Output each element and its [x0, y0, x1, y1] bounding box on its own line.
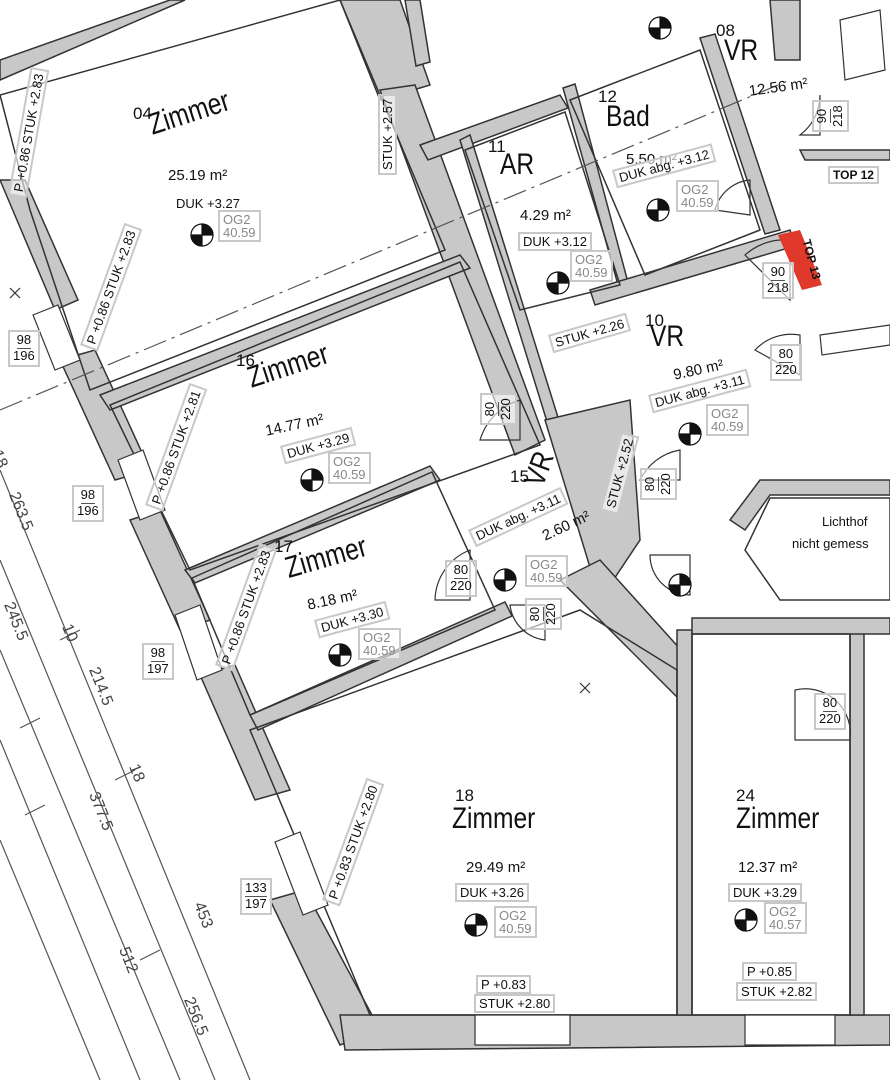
- room-name-10: VR: [650, 320, 685, 353]
- room-duk-18: DUK +3.26: [455, 883, 529, 902]
- room-name-18: Zimmer: [452, 802, 536, 835]
- windows: [32, 9, 890, 1046]
- room-duk-04: DUK +3.27: [176, 196, 240, 211]
- room-number-10: 10: [645, 311, 664, 330]
- room-name-12: Bad: [606, 100, 650, 133]
- tag-top12: TOP 12: [828, 166, 879, 184]
- room-stuk-24: STUK +2.82: [736, 982, 818, 1001]
- room-parapet-24: P +0.85: [742, 962, 797, 981]
- room-number-17: 17: [274, 537, 293, 556]
- room-number-04: 04: [133, 104, 152, 123]
- cross-marks: [9, 287, 591, 694]
- section-line: [0, 79, 791, 411]
- room-area-24: 12.37 m²: [738, 859, 798, 876]
- highlight-wall: [778, 230, 822, 290]
- room-number-12: 12: [598, 87, 617, 106]
- room-area-11: 4.29 m²: [520, 207, 571, 224]
- room-name-11: AR: [500, 148, 535, 181]
- room-area-04: 25.19 m²: [168, 167, 228, 184]
- room-area-18: 29.49 m²: [466, 859, 526, 876]
- room-name-08: VR: [724, 34, 759, 67]
- room-duk-11: DUK +3.12: [518, 232, 592, 251]
- room-number-08: 08: [716, 21, 735, 40]
- level-symbols: [190, 16, 758, 937]
- room-number-11: 11: [488, 137, 506, 156]
- room-name-24: Zimmer: [736, 802, 820, 835]
- room-number-15: 15: [510, 467, 529, 486]
- room-parapet-18: P +0.83: [476, 975, 531, 994]
- room-number-18: 18: [455, 786, 474, 805]
- stuk-label-257: STUK +2.57: [378, 93, 397, 175]
- lichthof-label: Lichthof: [822, 514, 868, 529]
- dimension-lines: [0, 469, 251, 1080]
- room-number-24: 24: [736, 786, 755, 805]
- room-number-16: 16: [236, 351, 255, 370]
- room-duk-24: DUK +3.29: [728, 883, 802, 902]
- room-stuk-18: STUK +2.80: [474, 994, 556, 1013]
- lichthof-note: nicht gemess: [792, 536, 869, 551]
